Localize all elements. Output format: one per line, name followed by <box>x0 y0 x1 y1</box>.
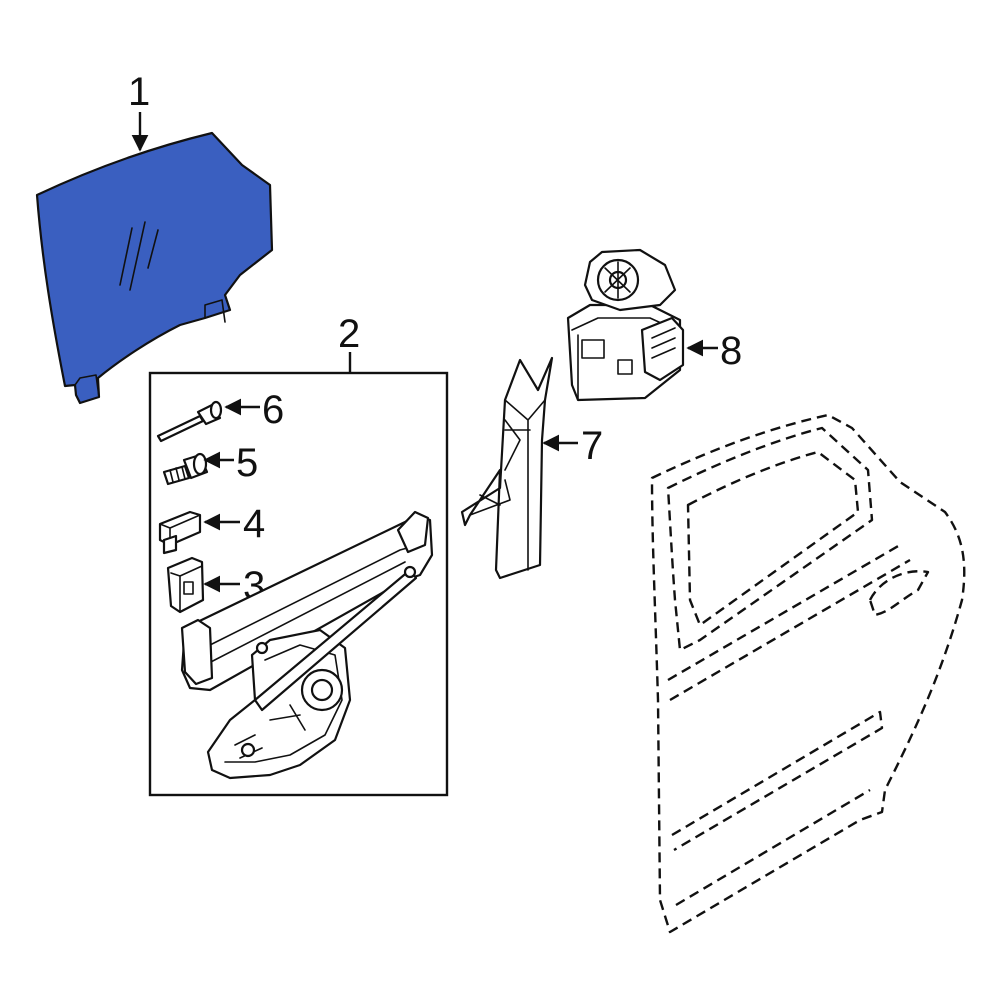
rear-door-outline <box>650 413 966 934</box>
window-motor[interactable] <box>566 248 685 402</box>
window-regulator[interactable] <box>180 510 434 780</box>
callout-6: 6 <box>262 388 284 432</box>
callout-2: 2 <box>338 312 360 356</box>
callout-4: 4 <box>243 502 265 546</box>
callout-8: 8 <box>720 329 742 373</box>
callout-7: 7 <box>581 424 603 468</box>
door-glass[interactable] <box>35 131 274 405</box>
glass-guide[interactable] <box>166 556 205 614</box>
rivet-pin[interactable] <box>156 400 223 443</box>
callout-1: 1 <box>128 70 150 114</box>
bolt[interactable] <box>162 452 209 486</box>
kit-box <box>148 371 449 797</box>
glass-run-channel[interactable] <box>460 356 554 580</box>
callout-5: 5 <box>236 441 258 485</box>
glass-clip[interactable] <box>158 510 202 555</box>
